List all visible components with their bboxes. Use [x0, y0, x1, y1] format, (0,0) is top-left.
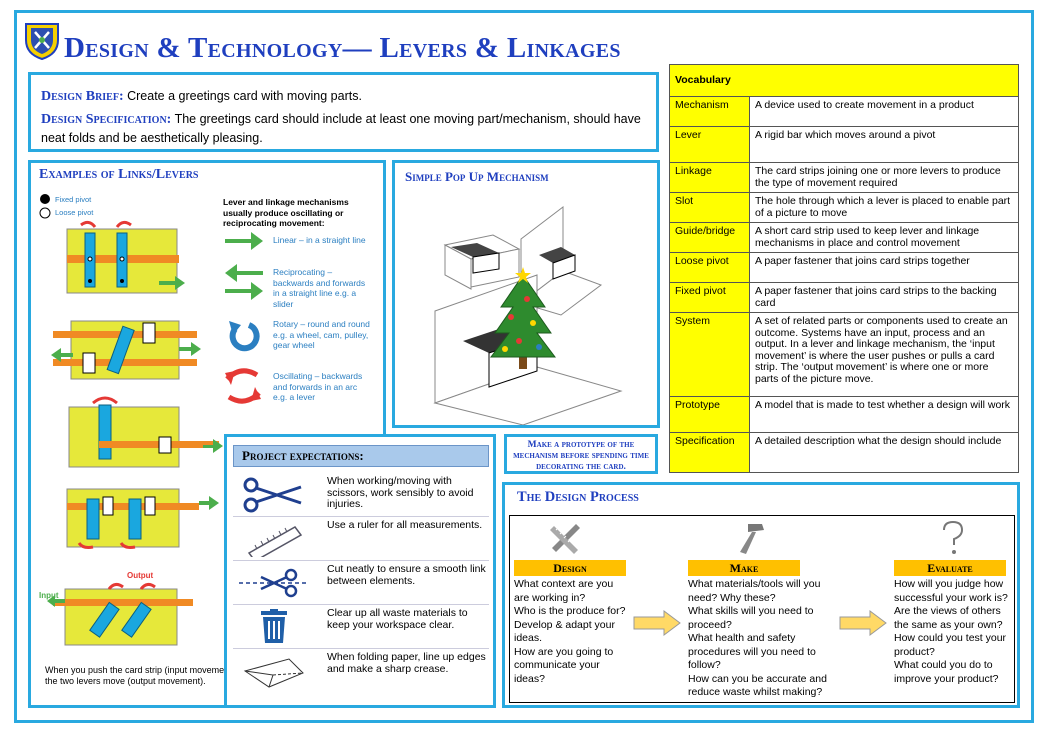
prototype-note: Make a prototype of the mechanism before… — [504, 434, 658, 474]
loose-pivot-label: Loose pivot — [55, 208, 94, 217]
stage-evaluate: Evaluate — [894, 560, 1006, 576]
vocabulary-header: Vocabulary — [669, 64, 1019, 97]
design-questions: What context are you are working in? Who… — [514, 578, 626, 685]
input-label: Input — [39, 591, 59, 600]
expectation-text: Cut neatly to ensure a smooth link betwe… — [327, 563, 486, 587]
expectation-text: Use a ruler for all measurements. — [327, 519, 483, 531]
expectation-item: Cut neatly to ensure a smooth link betwe… — [233, 561, 489, 605]
expectation-text: When working/moving with scissors, work … — [327, 475, 474, 510]
pivot-key-icon — [39, 194, 51, 219]
vocab-def: The hole through which a lever is placed… — [749, 192, 1019, 223]
design-specification: Design Specification: The greetings card… — [41, 110, 646, 148]
project-expectations-box: Project expectations: When working/movin… — [224, 434, 496, 708]
design-spec-text: The greetings card should include at lea… — [41, 112, 641, 145]
design-brief-text: Create a greetings card with moving part… — [123, 89, 362, 103]
vocab-def: A device used to create movement in a pr… — [749, 96, 1019, 127]
movement-arrows-icon — [225, 232, 263, 404]
expectation-text: When folding paper, line up edges and ma… — [327, 651, 486, 675]
expectation-text: Clear up all waste materials to keep you… — [327, 607, 468, 631]
vocab-def: A rigid bar which moves around a pivot — [749, 126, 1019, 163]
make-questions: What materials/tools will you need? Why … — [688, 578, 827, 698]
christmas-tree-icon — [490, 267, 556, 369]
expectation-item: When working/moving with scissors, work … — [233, 473, 489, 517]
links-title: Examples of Links/Levers — [39, 167, 199, 182]
vocab-def: A short card strip used to keep lever an… — [749, 222, 1019, 253]
vocab-term: Specification — [669, 432, 750, 473]
stage-make: Make — [688, 560, 800, 576]
ruler-icon — [247, 526, 303, 557]
vocab-term: Loose pivot — [669, 252, 750, 283]
school-crest-icon — [25, 23, 59, 60]
fixed-pivot-label: Fixed pivot — [55, 195, 92, 204]
popup-mechanism-box: Simple Pop Up Mechanism — [392, 160, 660, 428]
cut-line-icon — [239, 568, 309, 598]
evaluate-questions: How will you judge how successful your w… — [894, 578, 1008, 685]
vocab-term: Guide/bridge — [669, 222, 750, 253]
arrow-right-icon — [839, 610, 887, 636]
vocab-term: Lever — [669, 126, 750, 163]
page-title: Design & Technology— Levers & Linkages — [64, 32, 621, 64]
vocab-term: Prototype — [669, 396, 750, 433]
vocab-def: A paper fastener that joins card strips … — [749, 252, 1019, 283]
popup-title: Simple Pop Up Mechanism — [405, 169, 549, 184]
project-expectations-title: Project expectations: — [233, 445, 489, 467]
vocab-term: Mechanism — [669, 96, 750, 127]
arrow-right-icon — [633, 610, 681, 636]
folded-paper-icon — [243, 658, 304, 688]
hammer-icon — [740, 524, 764, 554]
vocab-term: Fixed pivot — [669, 282, 750, 313]
stage-design: Design — [514, 560, 626, 576]
scissors-icon — [243, 477, 302, 513]
vocab-def: A detailed description what the design s… — [749, 432, 1019, 473]
movement-rotary: Rotary – round and round e.g. a wheel, c… — [273, 319, 370, 350]
design-brief: Design Brief: Create a greetings card wi… — [41, 87, 646, 106]
pencil-ruler-icon — [550, 524, 580, 554]
vocab-def: A set of related parts or components use… — [749, 312, 1019, 397]
movement-reciprocating: Reciprocating – backwards and forwards i… — [273, 267, 366, 309]
output-label: Output — [127, 571, 154, 580]
vocab-term: Slot — [669, 192, 750, 223]
question-mark-icon — [943, 520, 964, 554]
design-process-title: The Design Process — [517, 489, 639, 505]
movement-oscillating: Oscillating – backwards and forwards in … — [273, 371, 363, 402]
design-spec-label: Design Specification: — [41, 112, 172, 127]
links-levers-box: Examples of Links/Levers Fixed pivot Loo… — [28, 160, 386, 708]
vocab-term: System — [669, 312, 750, 397]
design-process-box: The Design Process Design Make Evaluate … — [502, 482, 1020, 708]
expectation-item: Use a ruler for all measurements. — [233, 517, 489, 561]
expectation-item: Clear up all waste materials to keep you… — [233, 605, 489, 649]
links-caption: When you push the card strip (input move… — [45, 665, 238, 686]
mechanism-intro: Lever and linkage mechanisms usually pro… — [223, 197, 349, 228]
bin-icon — [261, 609, 287, 643]
page-frame — [14, 10, 1034, 723]
design-process-flow: Design Make Evaluate What context are yo… — [509, 515, 1015, 703]
design-brief-label: Design Brief: — [41, 89, 124, 104]
vocab-def: A paper fastener that joins card strips … — [749, 282, 1019, 313]
vocab-def: The card strips joining one or more leve… — [749, 162, 1019, 193]
expectation-item: When folding paper, line up edges and ma… — [233, 649, 489, 693]
design-brief-box: Design Brief: Create a greetings card wi… — [28, 72, 659, 152]
vocab-term: Linkage — [669, 162, 750, 193]
movement-linear: Linear – in a straight line — [273, 235, 366, 245]
lever-diagrams — [47, 220, 223, 646]
popup-diagram — [433, 205, 623, 425]
vocab-def: A model that is made to test whether a d… — [749, 396, 1019, 433]
